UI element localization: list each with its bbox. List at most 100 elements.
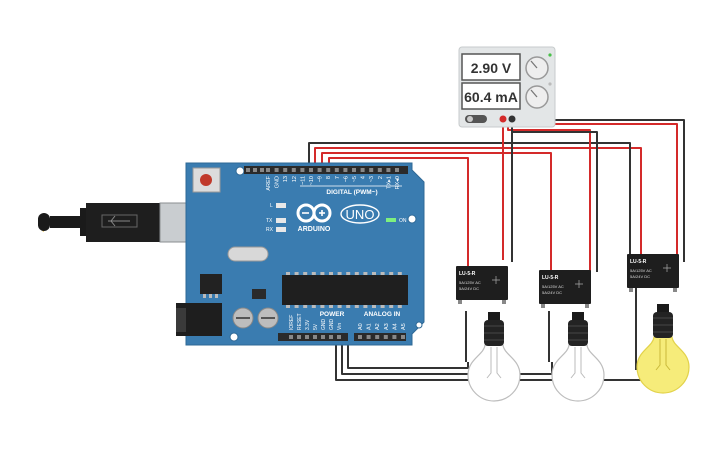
light-bulb-1[interactable] (467, 312, 521, 402)
chip-pin (380, 305, 385, 308)
chip-pin (320, 305, 325, 308)
digital-pin-label: 13 (283, 176, 289, 182)
chip-pin (311, 305, 316, 308)
relay-switch-icon (492, 276, 500, 284)
digital-pin-socket[interactable] (260, 168, 264, 172)
digital-pin-socket[interactable] (326, 168, 331, 172)
bulb-filament (655, 339, 671, 371)
analog-pin-socket[interactable] (401, 335, 405, 339)
wire-gnd-relay3[interactable] (308, 142, 631, 262)
power-pin-socket[interactable] (289, 335, 293, 339)
chip-pin (363, 305, 368, 308)
analog-pin-label: A2 (375, 323, 381, 330)
power-pin-socket[interactable] (313, 335, 317, 339)
analog-pin-socket[interactable] (383, 335, 388, 339)
digital-pin-label: 7 (335, 176, 341, 179)
digital-pin-label: TX▸1 (386, 176, 392, 189)
digital-pin-socket[interactable] (291, 168, 296, 172)
relay-rating-ac: 5A/125V AC (542, 284, 564, 289)
bulb-glass (636, 336, 690, 394)
digital-pin-label: ~6 (343, 176, 349, 182)
digital-header-label: DIGITAL (PWM~) (326, 189, 377, 196)
rx-led-label: RX (266, 227, 274, 233)
chip-pin (354, 305, 359, 308)
chip-pin (397, 272, 402, 275)
digital-pin-socket[interactable] (266, 168, 270, 172)
digital-pin-socket[interactable] (386, 168, 391, 172)
digital-pin-socket[interactable] (300, 168, 305, 172)
analog-pin-socket[interactable] (392, 335, 397, 339)
bulb-glass (467, 344, 521, 402)
relay-rating-dc: 5A/24V DC (459, 286, 479, 291)
power-supply[interactable]: 2.90 V 60.4 mA (458, 46, 556, 128)
power-header-label: POWER (320, 311, 345, 318)
analog-header-strip (354, 333, 406, 341)
relay-switch-icon (575, 280, 583, 288)
voltage-regulator (200, 274, 222, 294)
digital-pin-socket[interactable] (246, 168, 250, 172)
digital-pin-socket[interactable] (274, 168, 279, 172)
digital-pin-socket[interactable] (309, 168, 313, 172)
analog-pin-socket[interactable] (358, 335, 362, 339)
digital-pin-socket[interactable] (343, 168, 348, 172)
digital-pin-label: ~9 (318, 176, 324, 182)
arduino-brand: ARDUINO (298, 226, 331, 233)
digital-pin-label: RX◂0 (395, 176, 401, 189)
analog-pin-label: A4 (392, 323, 398, 330)
light-bulb-2[interactable] (551, 312, 605, 402)
power-pin-socket[interactable] (321, 335, 325, 339)
power-pin-socket[interactable] (329, 335, 333, 339)
chip-pin (311, 272, 316, 275)
chip-pin (380, 272, 385, 275)
digital-pins (246, 168, 399, 172)
digital-pin-label: ~3 (369, 176, 375, 182)
relay-model-label: LU-5-R (459, 271, 476, 277)
psu-terminal-negative[interactable] (508, 115, 516, 123)
power-pin-socket[interactable] (297, 335, 301, 339)
power-pin-socket[interactable] (305, 335, 309, 339)
tx-led (276, 218, 286, 223)
psu-terminal-positive[interactable] (499, 115, 507, 123)
wire-psu-negative-c[interactable] (512, 119, 685, 262)
chip-pin (372, 305, 376, 308)
wire-pin9-relay2[interactable] (321, 152, 552, 270)
wire-psu-positive-c[interactable] (503, 123, 678, 262)
wire-bottom-2[interactable] (341, 335, 553, 375)
power-pin-socket[interactable] (337, 335, 341, 339)
analog-pin-socket[interactable] (366, 335, 371, 339)
chip-pin (337, 272, 342, 275)
light-bulb-3[interactable] (636, 304, 690, 394)
current-display: 60.4 mA (464, 89, 518, 105)
power-pin-label: RESET (297, 313, 303, 330)
wire-bottom-3[interactable] (347, 335, 469, 369)
wire-psu-negative-b[interactable] (512, 131, 598, 272)
l-led-label: L (270, 203, 273, 209)
digital-pin-socket[interactable] (369, 168, 374, 172)
relay-rating-ac: 5A/125V AC (459, 280, 481, 285)
analog-pin-label: A0 (358, 323, 364, 330)
digital-pin-socket[interactable] (253, 168, 257, 172)
chip-pin (372, 272, 376, 275)
chip-pin (294, 305, 299, 308)
analog-pin-socket[interactable] (375, 335, 380, 339)
chip-pin (286, 272, 290, 275)
digital-pin-socket[interactable] (334, 168, 339, 172)
relay-rating-dc: 5A/24V DC (630, 274, 650, 279)
l-led (276, 203, 286, 208)
analog-header-label: ANALOG IN (364, 311, 401, 318)
power-pin-label: IOREF (289, 315, 295, 330)
digital-pin-socket[interactable] (377, 168, 382, 172)
digital-pin-socket[interactable] (360, 168, 365, 172)
wire-pin10-relay3[interactable] (314, 147, 642, 262)
relay-rating-dc: 5A/24V DC (542, 290, 562, 295)
digital-pin-socket[interactable] (283, 168, 288, 172)
digital-pin-socket[interactable] (352, 168, 356, 172)
chip-pin (346, 305, 351, 308)
digital-pin-socket[interactable] (395, 168, 399, 172)
digital-pin-socket[interactable] (317, 168, 322, 172)
